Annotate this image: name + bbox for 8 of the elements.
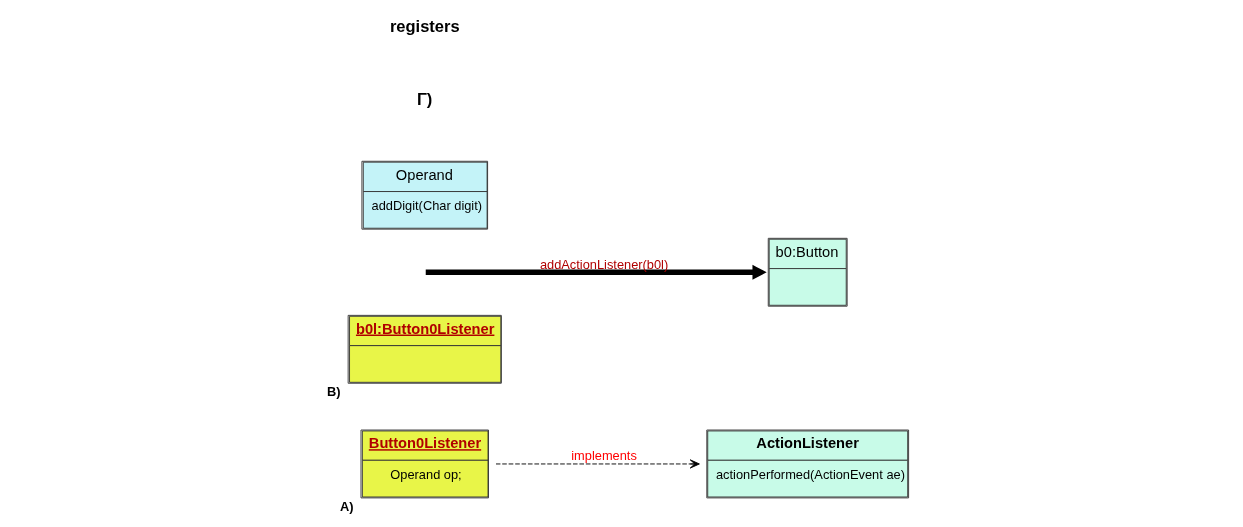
arrow [495, 458, 700, 469]
arrow [425, 264, 767, 280]
node-label: B) [327, 383, 341, 399]
label: registers [389, 16, 460, 35]
edge-label: implements [571, 447, 637, 463]
label: Γ) [416, 89, 433, 108]
node-label: A) [339, 498, 354, 514]
edge-label: addActionListener(b0l) [539, 256, 669, 272]
